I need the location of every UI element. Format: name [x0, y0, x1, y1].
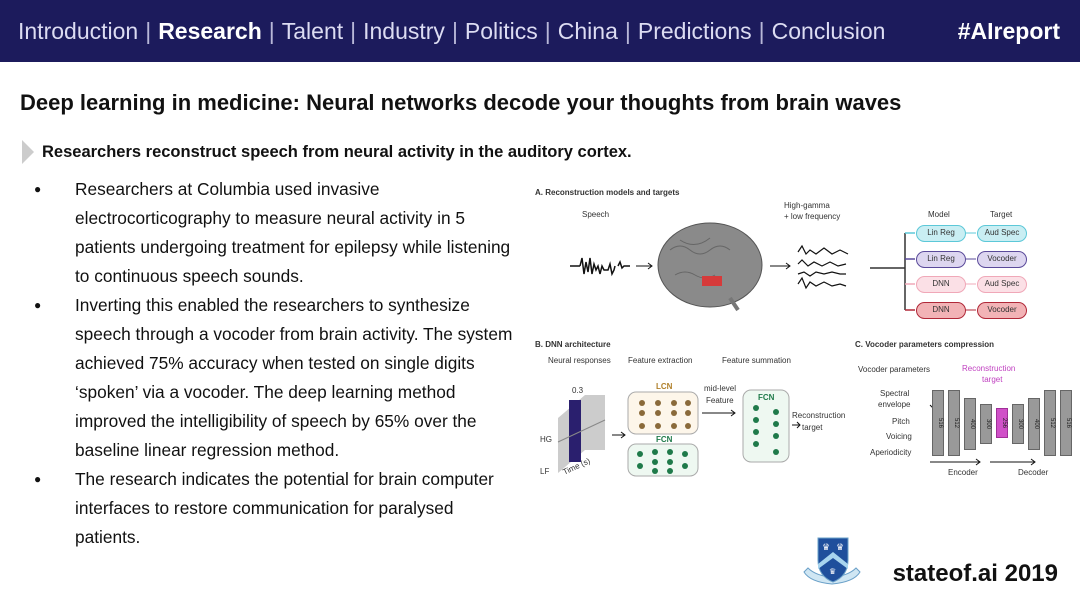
duration-label: 0.3: [572, 386, 584, 395]
slide-subtitle: Researchers reconstruct speech from neur…: [22, 140, 632, 164]
reconstruction-label: Reconstruction: [792, 411, 846, 420]
hg-label: HG: [540, 435, 552, 444]
feature-extraction-label: Feature extraction: [628, 356, 693, 365]
layer-bar: 300: [980, 404, 992, 444]
tab-research[interactable]: Research: [158, 17, 262, 44]
separator: |: [350, 17, 357, 44]
separator: |: [758, 17, 765, 44]
tab-industry[interactable]: Industry: [363, 17, 445, 44]
columbia-crest-logo: ♛ ♛ ♛: [803, 537, 861, 585]
footer-brand: stateof.ai 2019: [892, 560, 1058, 587]
neural-responses-label: Neural responses: [548, 356, 611, 365]
list-item: The research indicates the potential for…: [34, 465, 514, 552]
svg-text:♛: ♛: [836, 542, 844, 552]
tab-conclusion[interactable]: Conclusion: [771, 17, 886, 44]
encoder-label: Encoder: [948, 468, 978, 477]
list-item: Researchers at Columbia used invasive el…: [34, 175, 514, 291]
layer-bar: 400: [1028, 398, 1040, 450]
neural-traces: [797, 244, 849, 290]
model-box: DNN: [916, 302, 966, 319]
layer-bar: 400: [964, 398, 976, 450]
bullet-list: Researchers at Columbia used invasive el…: [34, 175, 514, 552]
fcn-summation-label: FCN: [758, 393, 775, 402]
layer-bar: 300: [1012, 404, 1024, 444]
slide-title: Deep learning in medicine: Neural networ…: [20, 90, 902, 115]
model-header: Model: [928, 210, 950, 219]
research-figure: A. Reconstruction models and targets Spe…: [530, 180, 1072, 485]
reconstruction-target-label: Reconstruction: [962, 364, 1016, 373]
model-box: Lin Reg: [916, 225, 966, 242]
neural-response-grid: [557, 395, 606, 473]
separator: |: [544, 17, 551, 44]
tab-introduction[interactable]: Introduction: [18, 17, 139, 44]
separator: |: [451, 17, 458, 44]
reconstruction-target-label: target: [982, 375, 1003, 384]
list-item: Inverting this enabled the researchers t…: [34, 291, 514, 465]
param-label: Voicing: [886, 432, 912, 441]
separator: |: [145, 17, 152, 44]
separator: |: [624, 17, 631, 44]
model-box: Lin Reg: [916, 251, 966, 268]
decoder-label: Decoder: [1018, 468, 1049, 477]
waveform-icon: [570, 257, 630, 277]
panel-b-title: B. DNN architecture: [535, 340, 611, 349]
target-box: Vocoder: [977, 302, 1027, 319]
tab-china[interactable]: China: [557, 17, 618, 44]
section-nav: Introduction| Research| Talent| Industry…: [0, 0, 1080, 62]
param-label: envelope: [878, 400, 911, 409]
param-label: Spectral: [880, 389, 910, 398]
brain-icon: [657, 222, 763, 312]
subtitle-text: Researchers reconstruct speech from neur…: [42, 142, 632, 161]
fcn-label: FCN: [656, 435, 673, 444]
target-box: Vocoder: [977, 251, 1027, 268]
separator: |: [268, 17, 275, 44]
reconstruction-target-label: target: [802, 423, 823, 432]
layer-bar: 512: [948, 390, 960, 456]
feature-summation-label: Feature summation: [722, 356, 791, 365]
target-header: Target: [990, 210, 1013, 219]
mid-level-label: mid-level: [704, 384, 737, 393]
param-label: Pitch: [892, 417, 910, 426]
low-frequency-label: + low frequency: [784, 212, 841, 221]
panel-c-title: C. Vocoder parameters compression: [855, 340, 995, 349]
bottleneck-bar: 256: [996, 408, 1008, 438]
panel-a-title: A. Reconstruction models and targets: [535, 188, 680, 197]
figure-graphics: [557, 222, 1036, 477]
layer-bar: 516: [932, 390, 944, 456]
svg-text:♛: ♛: [822, 542, 830, 552]
target-box: Aud Spec: [977, 225, 1027, 242]
model-box: DNN: [916, 276, 966, 293]
arrow-icon: [22, 140, 34, 164]
tab-talent[interactable]: Talent: [281, 17, 344, 44]
hashtag: #AIreport: [957, 18, 1060, 44]
high-gamma-label: High-gamma: [784, 201, 830, 210]
speech-label: Speech: [582, 210, 610, 219]
tab-predictions[interactable]: Predictions: [637, 17, 752, 44]
layer-bar: 516: [1060, 390, 1072, 456]
tab-politics[interactable]: Politics: [464, 17, 538, 44]
target-box: Aud Spec: [977, 276, 1027, 293]
vocoder-params-label: Vocoder parameters: [858, 365, 931, 374]
feature-label: Feature: [706, 396, 734, 405]
param-label: Aperiodicity: [870, 448, 912, 457]
layer-bar: 512: [1044, 390, 1056, 456]
svg-text:♛: ♛: [829, 567, 836, 576]
lf-label: LF: [540, 467, 550, 476]
lcn-label: LCN: [656, 382, 673, 391]
